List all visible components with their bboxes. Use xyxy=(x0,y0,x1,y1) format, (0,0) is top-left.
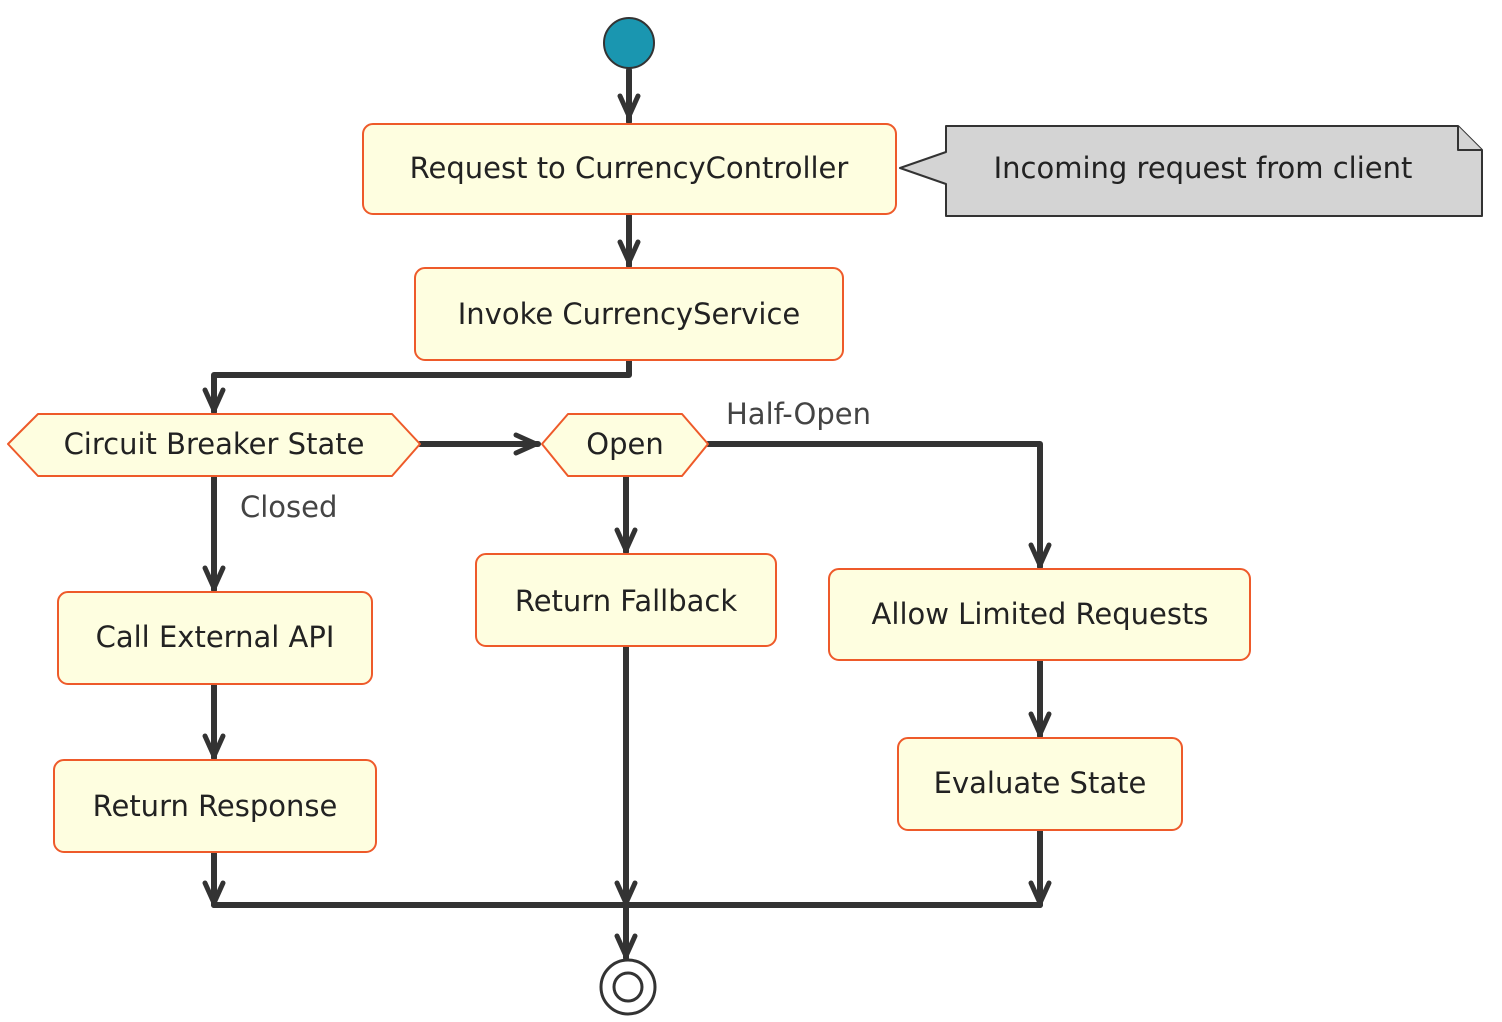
edge-invoke-to-decision xyxy=(211,357,632,415)
arrowhead-end xyxy=(614,933,638,959)
end-node xyxy=(599,958,657,1016)
action-evaluate-state: Evaluate State xyxy=(897,737,1183,831)
action-return-fallback-label: Return Fallback xyxy=(515,584,737,618)
action-return-response-label: Return Response xyxy=(93,789,338,823)
action-return-response: Return Response xyxy=(53,759,377,853)
note-label: Incoming request from client xyxy=(994,151,1413,185)
action-call-external-api: Call External API xyxy=(57,591,373,685)
edge-label-half-open: Half-Open xyxy=(726,397,871,431)
action-invoke-currency-service: Invoke CurrencyService xyxy=(414,267,844,361)
arrowhead-invoke xyxy=(617,239,641,265)
action-invoke-label: Invoke CurrencyService xyxy=(458,297,801,331)
action-request-to-controller: Request to CurrencyController xyxy=(362,123,897,215)
action-allow-limited-requests: Allow Limited Requests xyxy=(828,568,1251,661)
action-return-fallback: Return Fallback xyxy=(475,553,777,647)
action-call-api-label: Call External API xyxy=(96,620,335,654)
edge-label-closed: Closed xyxy=(240,490,337,524)
decision-open-label: Open xyxy=(586,427,663,461)
arrowhead-open xyxy=(513,432,539,456)
arrowhead-fallback xyxy=(614,527,638,553)
arrowhead-allow xyxy=(1028,542,1052,568)
action-allow-limited-label: Allow Limited Requests xyxy=(872,597,1209,631)
arrowhead-call-api xyxy=(202,565,226,591)
action-evaluate-state-label: Evaluate State xyxy=(934,766,1147,800)
decision-circuit-breaker-state: Circuit Breaker State xyxy=(7,413,421,477)
arrowhead-request xyxy=(617,93,641,119)
edges xyxy=(202,67,1052,961)
decision-state-label: Circuit Breaker State xyxy=(64,427,365,461)
decision-open: Open xyxy=(541,413,709,477)
arrowhead-return-response xyxy=(202,733,226,759)
action-request-label: Request to CurrencyController xyxy=(410,151,849,185)
arrowhead-decision xyxy=(202,387,226,413)
arrowhead-evaluate xyxy=(1028,711,1052,737)
edge-half-open-to-allow xyxy=(705,441,1043,570)
start-node xyxy=(603,17,655,69)
note-incoming-request: Incoming request from client xyxy=(899,125,1483,217)
